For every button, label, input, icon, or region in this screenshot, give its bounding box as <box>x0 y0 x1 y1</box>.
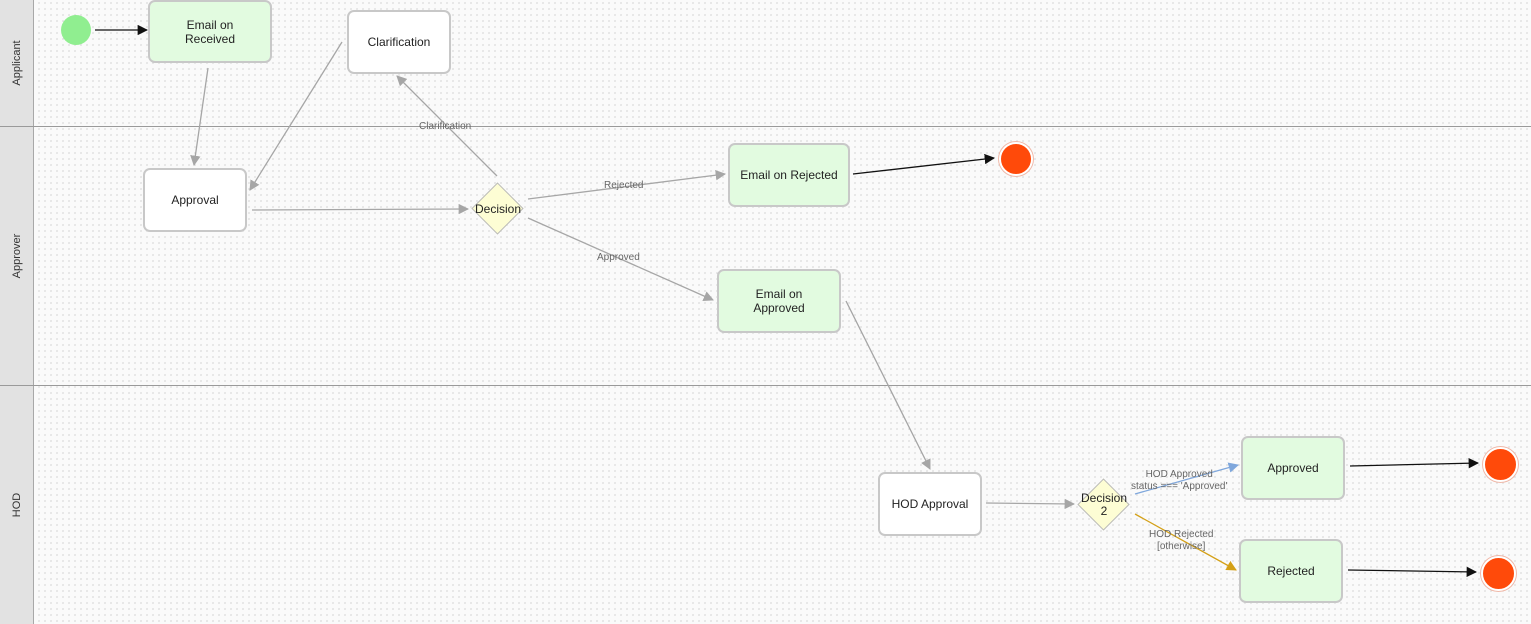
end-event-hod-rejected[interactable] <box>1481 556 1516 591</box>
hod-approval-label: HOD Approval <box>891 497 969 511</box>
edge-clarification-to-approval[interactable] <box>249 41 343 191</box>
start-event[interactable] <box>61 15 91 45</box>
email-on-rejected-node[interactable]: Email on Rejected <box>728 143 850 207</box>
email-on-rejected-label: Email on Rejected <box>740 168 838 182</box>
edge-decision-to-email-approved[interactable] <box>527 217 714 301</box>
rejected-label: Rejected <box>1267 564 1315 578</box>
edge-hod-approval-to-decision2[interactable] <box>985 498 1076 510</box>
edge-approved-to-end[interactable] <box>1349 458 1480 469</box>
approval-label: Approval <box>171 193 219 207</box>
lane-hod: HOD <box>0 385 34 624</box>
edge-email-received-to-approval[interactable] <box>190 67 209 167</box>
edge-label-approved: Approved <box>597 252 640 263</box>
edge-label-clarification: Clarification <box>419 121 472 132</box>
edge-decision-to-clarification[interactable] <box>396 75 498 177</box>
decision-2-label: Decision 2 <box>1080 491 1128 518</box>
edge-email-approved-to-hod-approval[interactable] <box>845 300 931 470</box>
approved-label: Approved <box>1267 461 1319 475</box>
decision-label: Decision <box>474 201 522 216</box>
email-on-approved-node[interactable]: Email on Approved <box>717 269 841 333</box>
lane-divider <box>0 385 1531 386</box>
rejected-node[interactable]: Rejected <box>1239 539 1343 603</box>
edge-label-rejected: Rejected <box>604 180 644 191</box>
lane-divider <box>0 126 1531 127</box>
edge-email-rejected-to-end[interactable] <box>852 153 996 175</box>
lane-approver: Approver <box>0 126 34 385</box>
lane-applicant: Applicant <box>0 0 34 126</box>
edge-label-hod-rejected: HOD Rejected [otherwise] <box>1149 529 1214 552</box>
edge-label-hod-approved: HOD Approved status === 'Approved' <box>1131 469 1228 492</box>
end-event-approved[interactable] <box>1483 447 1518 482</box>
edge-decision-to-email-rejected[interactable] <box>527 170 727 200</box>
edge-rejected-to-end[interactable] <box>1347 566 1478 578</box>
edge-decision2-to-rejected[interactable] <box>1134 513 1237 571</box>
hod-approval-node[interactable]: HOD Approval <box>878 472 982 536</box>
decision-node[interactable]: Decision <box>471 182 525 236</box>
approved-node[interactable]: Approved <box>1241 436 1345 500</box>
decision-2-node[interactable]: Decision 2 <box>1077 478 1131 532</box>
end-event-rejected[interactable] <box>999 142 1033 176</box>
clarification-node[interactable]: Clarification <box>347 10 451 74</box>
email-on-approved-label: Email on Approved <box>753 287 805 315</box>
clarification-label: Clarification <box>367 35 431 49</box>
email-on-received-label: Email on Received <box>184 17 236 46</box>
edge-approval-to-decision[interactable] <box>251 203 470 215</box>
email-on-received-node[interactable]: Email on Received <box>148 0 272 63</box>
edge-decision2-to-approved[interactable] <box>1134 462 1240 495</box>
approval-node[interactable]: Approval <box>143 168 247 232</box>
